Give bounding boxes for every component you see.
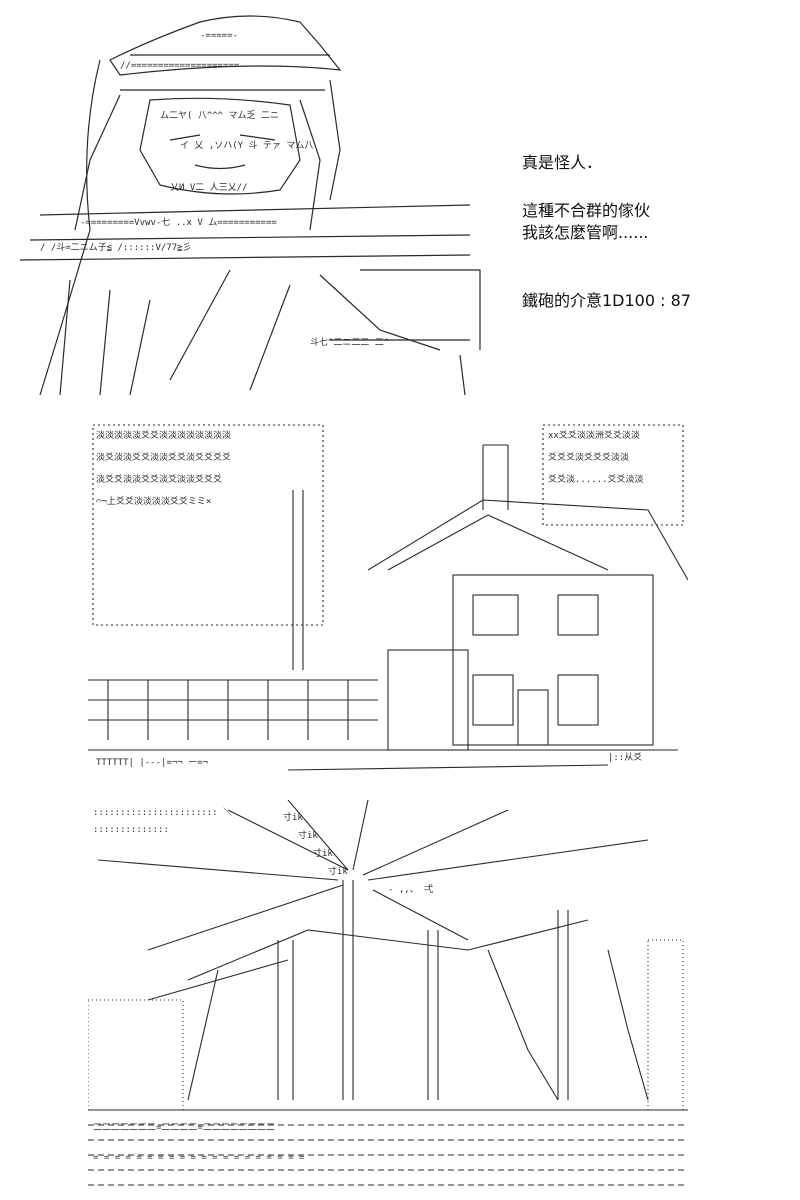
svg-text:寸ik: 寸ik [283, 811, 303, 823]
svg-text:寸ik: 寸ik [298, 829, 318, 841]
svg-text:イ 乂 ,ソハ(Y 斗 テァ マム八: イ 乂 ,ソハ(Y 斗 テァ マム八 [180, 140, 313, 151]
svg-text:::::::::::::::: :::::::::::::: [93, 825, 169, 835]
svg-text:寸ik: 寸ik [313, 847, 333, 859]
svg-text:::::::::::::::::::::::: ＼: ::::::::::::::::::::::: ＼ [93, 807, 232, 818]
dialogue-line-1: 真是怪人． [522, 153, 603, 172]
ascii-art-sunrays-scene-icon: ::::::::::::::::::::::: ＼ ::::::::::::::… [88, 800, 688, 1186]
svg-text:淡淡淡淡淡爻爻淡淡淡淡淡淡淡淡: 淡淡淡淡淡爻爻淡淡淡淡淡淡淡淡 [96, 430, 231, 441]
svg-text:乂И V二 人三乂//: 乂И V二 人三乂// [170, 182, 248, 193]
svg-text:xx爻爻淡淡洲爻爻淡淡: xx爻爻淡淡洲爻爻淡淡 [548, 430, 640, 441]
svg-text:⌒¬上爻爻淡淡淡淡爻爻ミミ×: ⌒¬上爻爻淡淡淡淡爻爻ミミ× [96, 496, 211, 507]
ascii-art-house-icon: 淡淡淡淡淡爻爻淡淡淡淡淡淡淡淡 淡爻淡淡爻爻淡淡爻爻淡爻爻爻爻 淡爻爻淡淡爻爻淡… [88, 424, 688, 771]
house-art-panel: 淡淡淡淡淡爻爻淡淡淡淡淡淡淡淡 淡爻淡淡爻爻淡淡爻爻淡爻爻爻爻 淡爻爻淡淡爻爻淡… [88, 420, 688, 800]
svg-text:淡爻爻淡淡爻爻淡爻淡淡爻爻爻: 淡爻爻淡淡爻爻淡爻淡淡爻爻爻 [96, 474, 222, 485]
svg-text:= = = = = = = = = = = = = = =: = = = = = = = = = = = = = = = = = = = = [93, 1153, 305, 1163]
svg-text:TTTTTT| |---|=¬¬ ー=¬: TTTTTT| |---|=¬¬ ー=¬ [96, 758, 209, 768]
svg-text:|::从爻: |::从爻 [608, 752, 642, 763]
svg-text:二二二二二二二=二二二二=二二二二二二二二: 二二二二二二二=二二二二=二二二二二二二二 [93, 1123, 275, 1133]
svg-text:- ,,、 弌: - ,,、 弌 [388, 883, 433, 895]
dice-roll-result: 鐵砲的介意1D100 : 87 [522, 291, 691, 310]
svg-text:斗七^二ニ二二 二^: 斗七^二ニ二二 二^ [310, 337, 390, 348]
sunrays-art-panel: ::::::::::::::::::::::: ＼ ::::::::::::::… [88, 800, 688, 1200]
svg-text:寸ik: 寸ik [328, 865, 348, 877]
dialogue-line-2: 這種不合群的傢伙 [522, 201, 651, 220]
svg-text:淡爻淡淡爻爻淡淡爻爻淡爻爻爻爻: 淡爻淡淡爻爻淡淡爻爻淡爻爻爻爻 [96, 452, 231, 463]
svg-text:/ /斗=二ニム子≦ /::::::V/77≧彡: / /斗=二ニム子≦ /::::::V/77≧彡 [40, 242, 192, 253]
svg-text:-=====-: -=====- [200, 31, 238, 41]
svg-text:-=========Vvwv-七 ..x V ム==: -=========Vvwv-七 ..x V ム=========== [80, 217, 277, 228]
portrait-art-panel: -=====- //==================== ム二ヤ( 八^^^… [0, 0, 500, 405]
ascii-art-portrait-icon: -=====- //==================== ム二ヤ( 八^^^… [19, 15, 481, 396]
svg-text:爻爻淡......爻爻淡淡: 爻爻淡......爻爻淡淡 [548, 474, 644, 485]
svg-text:爻爻爻淡爻爻爻淡淡: 爻爻爻淡爻爻爻淡淡 [548, 452, 629, 463]
dialogue-line-3: 我該怎麼管啊...... [522, 223, 649, 242]
svg-text://====================: //==================== [120, 61, 240, 71]
svg-text:ム二ヤ( 八^^^ マム乏 二ニ: ム二ヤ( 八^^^ マム乏 二ニ [160, 110, 279, 121]
